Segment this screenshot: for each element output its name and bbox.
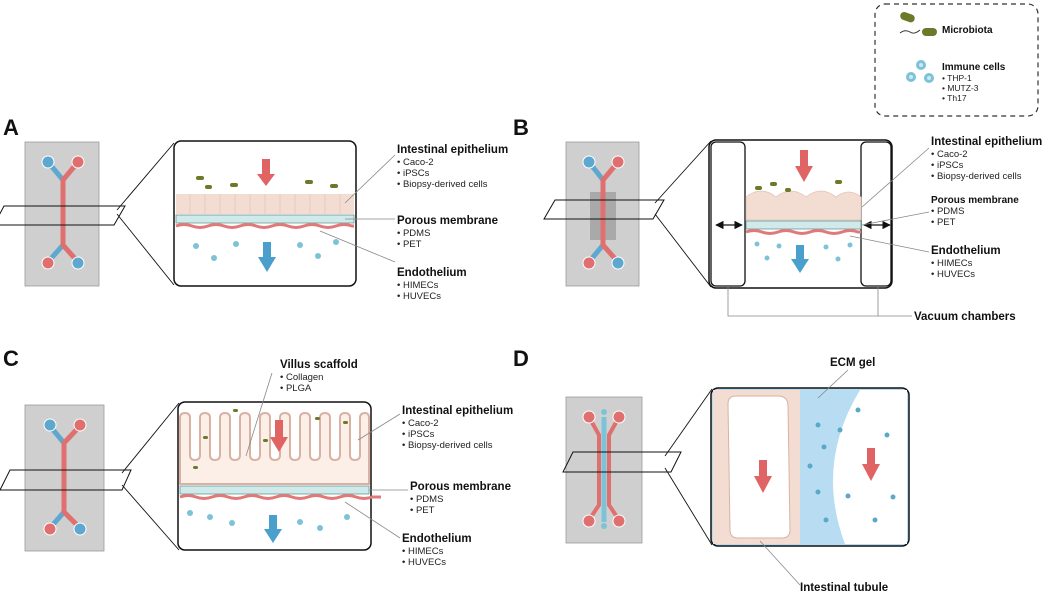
panel-b-letter: B	[513, 115, 529, 140]
legend-microbiota-label: Microbiota	[942, 25, 993, 36]
legend-immune-item-1: • THP-1	[942, 73, 972, 83]
porous-membrane-b	[745, 220, 862, 230]
panel-c: C	[0, 346, 513, 568]
a-epithelium-item-1: • Caco-2	[397, 157, 434, 168]
zoom-line-a-top	[116, 142, 175, 211]
c-membrane-item-2: • PET	[410, 505, 435, 516]
c-scaffold-title: Villus scaffold	[280, 359, 358, 371]
magnified-view-b	[708, 139, 893, 289]
chip-a	[0, 141, 126, 287]
c-endothelium-item-1: • HIMECs	[402, 546, 444, 557]
panel-b: B	[513, 115, 1042, 323]
magnified-view-a	[173, 140, 357, 287]
arrow-down-blue-c	[264, 515, 282, 543]
microbiota-b	[755, 180, 842, 192]
arrow-down-blue-a	[258, 242, 276, 272]
panel-a: A	[0, 115, 508, 302]
epithelium-layer-b	[745, 190, 862, 221]
endothelium-layer-b	[745, 229, 861, 235]
microbiota-a	[196, 176, 338, 189]
legend-immune-item-3: • Th17	[942, 93, 967, 103]
arrow-down-red-c	[270, 420, 288, 452]
vacuum-chamber-right	[860, 141, 892, 287]
magnified-view-c	[177, 401, 382, 551]
microbiota-c	[193, 409, 348, 469]
d-ecm-label: ECM gel	[830, 357, 875, 369]
c-epithelium-item-3: • Biopsy-derived cells	[402, 440, 493, 451]
c-endothelium-item-2: • HUVECs	[402, 557, 446, 568]
panel-c-letter: C	[3, 346, 19, 371]
immune-cells-d	[807, 407, 896, 523]
c-epithelium-title: Intestinal epithelium	[402, 405, 513, 417]
chip-d	[562, 396, 682, 544]
c-scaffold-item-1: • Collagen	[280, 372, 323, 383]
endothelium-layer-c	[179, 494, 382, 500]
chip-b	[543, 141, 665, 287]
immune-cells-c	[187, 510, 350, 531]
b-epithelium-item-3: • Biopsy-derived cells	[931, 171, 1022, 182]
b-endothelium-item-2: • HUVECs	[931, 269, 975, 280]
arrow-down-red-d-right	[862, 448, 880, 481]
arrow-down-red-a	[257, 159, 275, 186]
immune-cells-b	[754, 241, 853, 262]
b-membrane-item-2: • PET	[931, 217, 956, 228]
villus-scaffold-c	[179, 411, 370, 485]
a-epithelium-item-3: • Biopsy-derived cells	[397, 179, 488, 190]
porous-membrane-a	[175, 214, 355, 224]
c-epithelium-item-2: • iPSCs	[402, 429, 435, 440]
immune-cells-a	[193, 239, 339, 261]
zoom-line-a-bottom	[116, 213, 175, 286]
b-epithelium-item-2: • iPSCs	[931, 160, 964, 171]
b-epithelium-title: Intestinal epithelium	[931, 136, 1042, 148]
d-tubule-label: Intestinal tubule	[800, 582, 888, 594]
vacuum-chamber-left	[710, 141, 746, 287]
a-endothelium-title: Endothelium	[397, 267, 467, 279]
b-vacuum-label: Vacuum chambers	[914, 311, 1016, 323]
a-membrane-item-2: • PET	[397, 239, 422, 250]
arrow-down-red-b	[795, 150, 813, 182]
a-membrane-item-1: • PDMS	[397, 228, 430, 239]
legend-immune-item-2: • MUTZ-3	[942, 83, 979, 93]
chip-c	[0, 404, 132, 552]
c-membrane-item-1: • PDMS	[410, 494, 443, 505]
panel-a-letter: A	[3, 115, 19, 140]
c-scaffold-item-2: • PLGA	[280, 383, 312, 394]
c-endothelium-title: Endothelium	[402, 533, 472, 545]
legend-box: Microbiota Immune cells • THP-1 • MUTZ-3…	[874, 3, 1039, 117]
porous-membrane-c	[179, 485, 370, 495]
arrow-down-blue-b	[791, 245, 809, 273]
a-epithelium-item-2: • iPSCs	[397, 168, 430, 179]
c-membrane-title: Porous membrane	[410, 481, 511, 493]
a-epithelium-title: Intestinal epithelium	[397, 144, 508, 156]
endothelium-layer-a	[175, 223, 354, 229]
a-membrane-title: Porous membrane	[397, 215, 498, 227]
a-endothelium-item-1: • HIMECs	[397, 280, 439, 291]
panel-d-letter: D	[513, 346, 529, 371]
legend-immune-title: Immune cells	[942, 62, 1006, 73]
panel-d: D	[513, 346, 910, 594]
c-epithelium-item-1: • Caco-2	[402, 418, 439, 429]
immune-cells-icon	[906, 60, 934, 83]
b-endothelium-item-1: • HIMECs	[931, 258, 973, 269]
b-epithelium-item-1: • Caco-2	[931, 149, 968, 160]
arrow-down-red-d-left	[754, 460, 772, 493]
magnified-view-d	[710, 387, 910, 547]
b-membrane-title: Porous membrane	[931, 195, 1019, 206]
b-endothelium-title: Endothelium	[931, 245, 1001, 257]
b-membrane-item-1: • PDMS	[931, 206, 964, 217]
a-endothelium-item-2: • HUVECs	[397, 291, 441, 302]
microbiota-icon	[899, 11, 937, 36]
